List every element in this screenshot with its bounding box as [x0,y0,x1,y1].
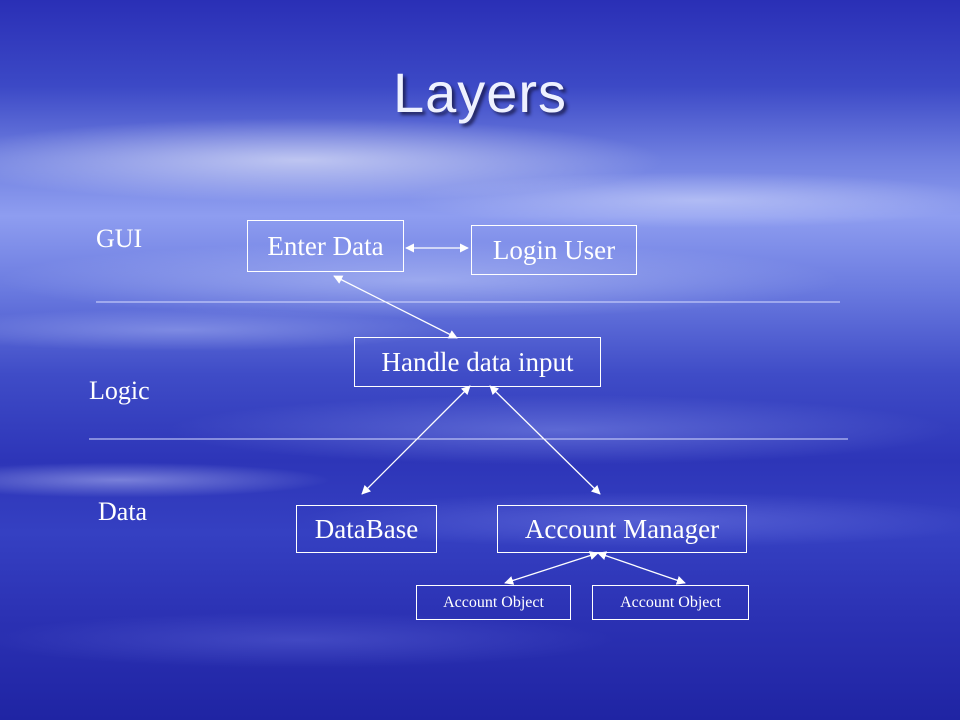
slide-title: Layers [392,61,568,124]
arrow-manager-object2 [597,551,686,585]
arrow-manager-object1 [504,551,599,585]
box-login-user: Login User [471,225,637,275]
layer-label-logic: Logic [89,376,150,405]
box-account-object-1: Account Object [416,585,571,620]
arrow-handle-database [361,385,471,495]
box-account-manager: Account Manager [497,505,747,553]
box-enter-data: Enter Data [247,220,404,272]
layer-label-gui: GUI [96,224,143,253]
layer-label-data: Data [98,497,148,526]
box-database: DataBase [296,505,437,553]
box-account-object-2: Account Object [592,585,749,620]
arrow-enter-handle [333,275,458,339]
arrow-handle-accountmanager [489,385,601,495]
box-handle-data-input: Handle data input [354,337,601,387]
